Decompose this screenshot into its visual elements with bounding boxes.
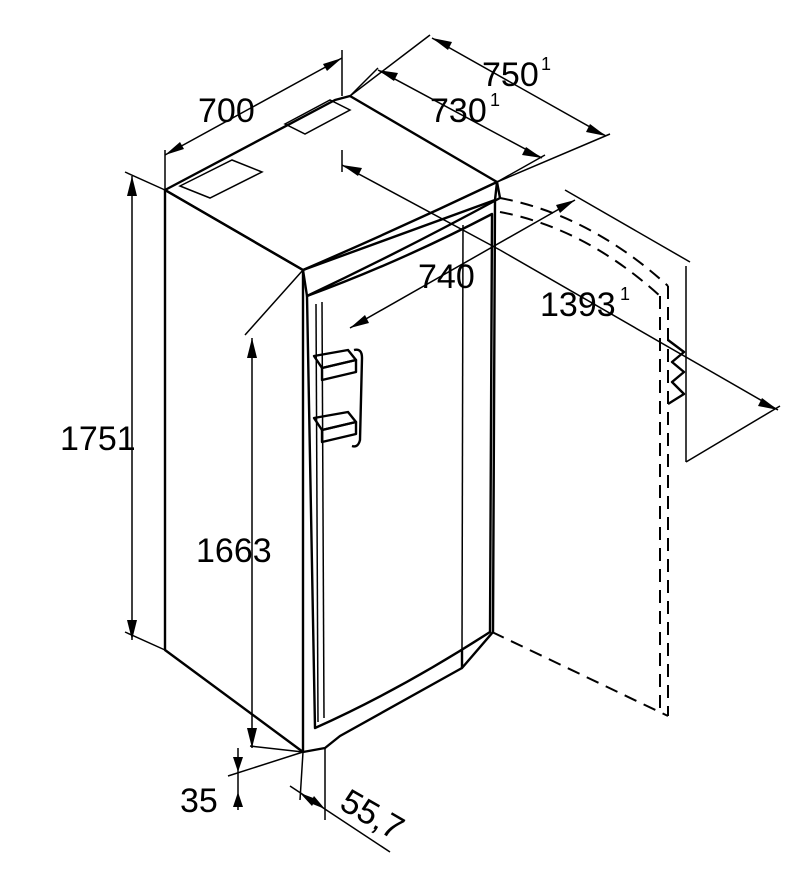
handle-upper-block xyxy=(320,358,358,382)
open-door-bottom xyxy=(491,631,669,717)
label-depth-750: 750 xyxy=(482,56,539,94)
plinth xyxy=(302,666,463,754)
label-depth-730-sup: 1 xyxy=(490,90,500,110)
label-height-inner: 1663 xyxy=(196,532,272,570)
label-open-depth: 740 xyxy=(418,258,475,296)
label-door-swing: 1393 xyxy=(540,286,616,324)
label-depth-750-sup: 1 xyxy=(541,54,551,74)
extension-lines xyxy=(124,34,781,820)
open-door-top xyxy=(499,197,669,287)
open-door-top-inner xyxy=(499,211,661,297)
label-width: 700 xyxy=(198,92,255,130)
open-door-outline xyxy=(491,197,686,717)
door xyxy=(305,212,494,730)
dim-line-door-swing xyxy=(499,249,779,411)
label-foot-height: 35 xyxy=(180,782,218,820)
label-plinth-offset: 55,7 xyxy=(334,782,410,848)
dim-line-depth-730 xyxy=(377,69,543,159)
dim-line-width xyxy=(164,57,343,156)
appliance-body xyxy=(163,94,502,754)
dimension-labels: 700 750 1 730 1 740 1393 1 1751 1663 35 … xyxy=(60,54,630,848)
door-seam-2 xyxy=(321,301,325,719)
body-right-side xyxy=(460,199,497,670)
dimension-lines xyxy=(127,37,779,853)
handle-lower-block xyxy=(320,420,358,444)
door-seam xyxy=(315,303,319,723)
dim-line-depth-750 xyxy=(431,37,607,137)
door-edge-line xyxy=(461,224,464,651)
rear-spacer-right xyxy=(283,99,352,135)
open-door-handle xyxy=(667,339,686,406)
rear-spacer-left xyxy=(178,159,264,199)
handle-bar xyxy=(351,348,364,448)
label-depth-730: 730 xyxy=(430,92,487,130)
dim-line-open-depth xyxy=(341,164,501,251)
side-panel xyxy=(163,188,305,754)
door-handles xyxy=(312,348,364,448)
label-height: 1751 xyxy=(60,420,136,458)
label-door-swing-sup: 1 xyxy=(620,284,630,304)
